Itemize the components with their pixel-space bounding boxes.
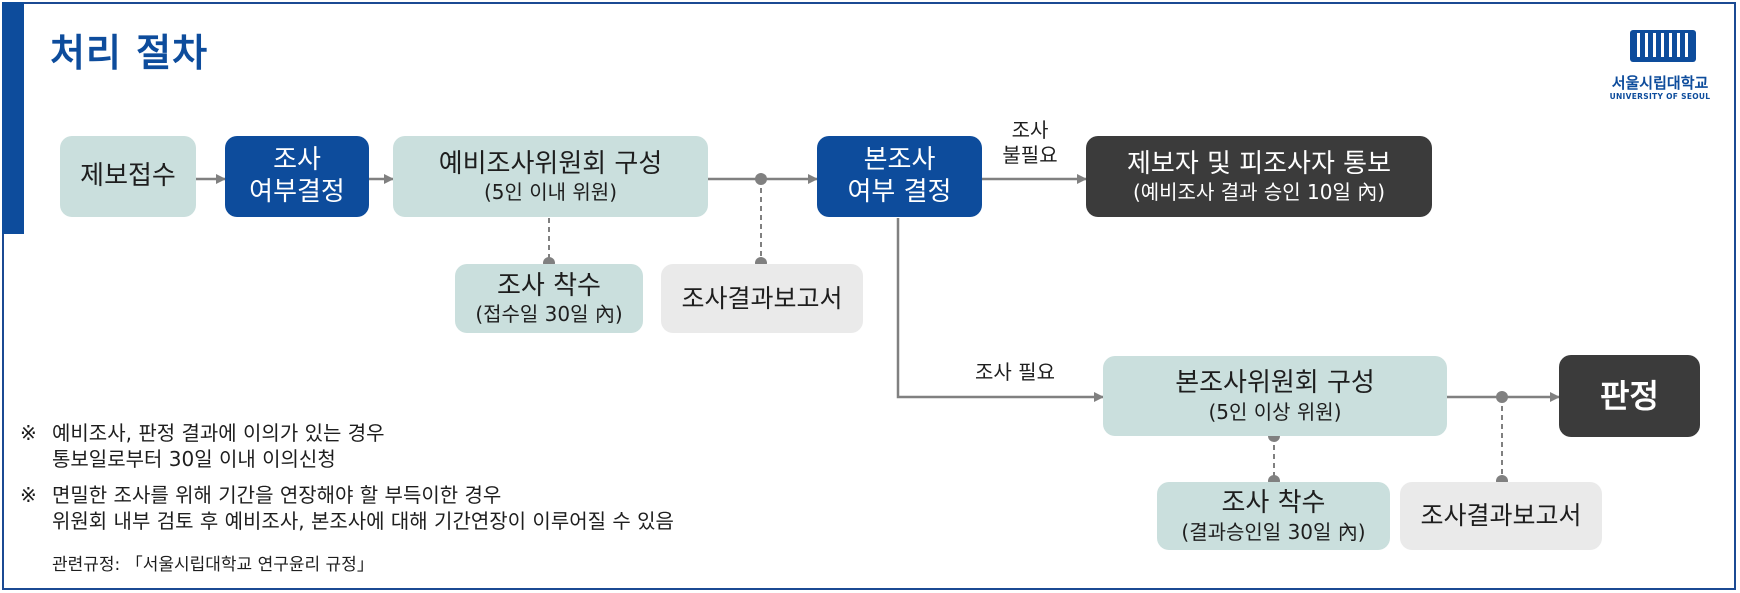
step-label-line2: (예비조사 결과 승인 10일 內) xyxy=(1132,180,1386,205)
arrow-to-main-committee xyxy=(896,218,1104,402)
step-label-line2: 여부 결정 xyxy=(847,176,952,207)
step-label-line2: (접수일 30일 內) xyxy=(475,302,623,327)
step-prelim-report: 조사결과보고서 xyxy=(661,264,863,333)
step-main-report: 조사결과보고서 xyxy=(1400,482,1602,550)
step-label-line2: (결과승인일 30일 內) xyxy=(1181,519,1366,544)
step-main-committee: 본조사위원회 구성 (5인 이상 위원) xyxy=(1103,356,1447,436)
logo-name-en: UNIVERSITY OF SEOUL xyxy=(1609,92,1711,101)
step-label-line1: 예비조사위원회 구성 xyxy=(438,148,663,179)
note-line1: 예비조사, 판정 결과에 이의가 있는 경우 xyxy=(52,421,385,445)
step-investigation-decision: 조사 여부결정 xyxy=(225,136,369,217)
edge-label-line2: 불필요 xyxy=(1002,143,1058,167)
step-report-receipt: 제보접수 xyxy=(60,136,196,217)
step-label-line1: 조사 착수 xyxy=(497,270,601,301)
step-label: 판정 xyxy=(1600,376,1659,415)
step-label: 조사결과보고서 xyxy=(681,283,843,313)
step-label-line2: (5인 이내 위원) xyxy=(483,180,618,205)
note-line2: 위원회 내부 검토 후 예비조사, 본조사에 대해 기간연장이 이루어질 수 있… xyxy=(52,509,674,533)
regulation-reference: 관련규정: 「서울시립대학교 연구윤리 규정」 xyxy=(52,555,374,575)
step-label-line2: 여부결정 xyxy=(249,176,345,207)
note-line2: 통보일로부터 30일 이내 이의신청 xyxy=(52,447,336,471)
note-mark: ※ xyxy=(20,483,37,507)
note-item: ※ 예비조사, 판정 결과에 이의가 있는 경우 통보일로부터 30일 이내 이… xyxy=(20,420,674,472)
step-prelim-start: 조사 착수 (접수일 30일 內) xyxy=(455,264,643,333)
step-label: 조사결과보고서 xyxy=(1420,501,1582,530)
step-label-line1: 제보자 및 피조사자 통보 xyxy=(1127,148,1391,179)
step-label-line2: (5인 이상 위원) xyxy=(1208,399,1342,424)
step-label-line1: 조사 착수 xyxy=(1221,488,1326,519)
note-mark: ※ xyxy=(20,421,37,445)
step-label-line1: 본조사위원회 구성 xyxy=(1175,368,1375,399)
university-logo: 서울시립대학교 UNIVERSITY OF SEOUL xyxy=(1605,30,1715,110)
note-line1: 면밀한 조사를 위해 기간을 연장해야 할 부득이한 경우 xyxy=(52,483,502,507)
step-judgment: 판정 xyxy=(1559,355,1700,437)
step-prelim-committee: 예비조사위원회 구성 (5인 이내 위원) xyxy=(393,136,708,217)
step-main-start: 조사 착수 (결과승인일 30일 內) xyxy=(1157,482,1390,550)
logo-emblem-icon xyxy=(1630,30,1696,62)
notes: ※ 예비조사, 판정 결과에 이의가 있는 경우 통보일로부터 30일 이내 이… xyxy=(20,420,674,544)
step-label: 제보접수 xyxy=(80,160,176,191)
step-label-line1: 본조사 xyxy=(863,145,936,176)
edge-label-needed: 조사 필요 xyxy=(975,360,1055,384)
page-title: 처리 절차 xyxy=(50,31,209,75)
logo-name-ko: 서울시립대학교 xyxy=(1611,74,1709,92)
accent-bar xyxy=(2,2,24,234)
step-notify: 제보자 및 피조사자 통보 (예비조사 결과 승인 10일 內) xyxy=(1086,136,1432,217)
note-item: ※ 면밀한 조사를 위해 기간을 연장해야 할 부득이한 경우 위원회 내부 검… xyxy=(20,482,674,534)
step-main-decision: 본조사 여부 결정 xyxy=(817,136,982,217)
edge-label-line1: 조사 xyxy=(1011,118,1049,142)
edge-label-not-needed: 조사 불필요 xyxy=(990,118,1070,168)
step-label-line1: 조사 xyxy=(273,145,321,176)
